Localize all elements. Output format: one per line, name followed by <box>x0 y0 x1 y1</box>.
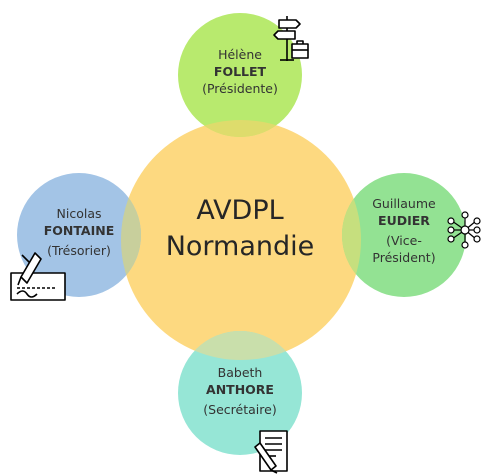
organization-line-1: AVDPL <box>196 195 284 226</box>
left-member-label: Nicolas FONTAINE (Trésorier) <box>24 205 134 259</box>
right-member-circle <box>342 173 466 297</box>
left-member-role: (Trésorier) <box>47 243 111 258</box>
signpost-briefcase-icon <box>273 16 309 61</box>
bottom-member-last-name: ANTHORE <box>206 382 274 397</box>
right-member-role-line-2: Président) <box>372 250 436 265</box>
right-member-role-line-1: (Vice- <box>386 233 422 248</box>
left-member-circle <box>17 173 141 297</box>
left-member-first-name: Nicolas <box>56 206 102 221</box>
bottom-member-circle <box>178 331 302 455</box>
top-member-first-name: Hélène <box>218 47 262 62</box>
left-member-last-name: FONTAINE <box>43 223 115 238</box>
bottom-member-label: Babeth ANTHORE (Secrétaire) <box>185 364 295 418</box>
top-member-last-name: FOLLET <box>213 64 267 79</box>
right-member-last-name: EUDIER <box>378 213 430 228</box>
bottom-member-role: (Secrétaire) <box>203 402 277 417</box>
top-member-circle <box>178 13 302 137</box>
bottom-member-first-name: Babeth <box>217 365 263 380</box>
center-circle <box>121 120 361 360</box>
organization-line-2: Normandie <box>165 231 315 262</box>
network-hub-icon <box>447 211 481 249</box>
top-member-role: (Présidente) <box>202 81 278 96</box>
top-member-label: Hélène FOLLET (Présidente) <box>185 46 295 97</box>
center-title: AVDPL Normandie <box>140 193 340 265</box>
check-signature-icon <box>10 252 66 301</box>
document-pen-icon <box>254 430 288 474</box>
right-member-label: Guillaume EUDIER (Vice- Président) <box>348 195 460 266</box>
right-member-first-name: Guillaume <box>372 196 436 211</box>
